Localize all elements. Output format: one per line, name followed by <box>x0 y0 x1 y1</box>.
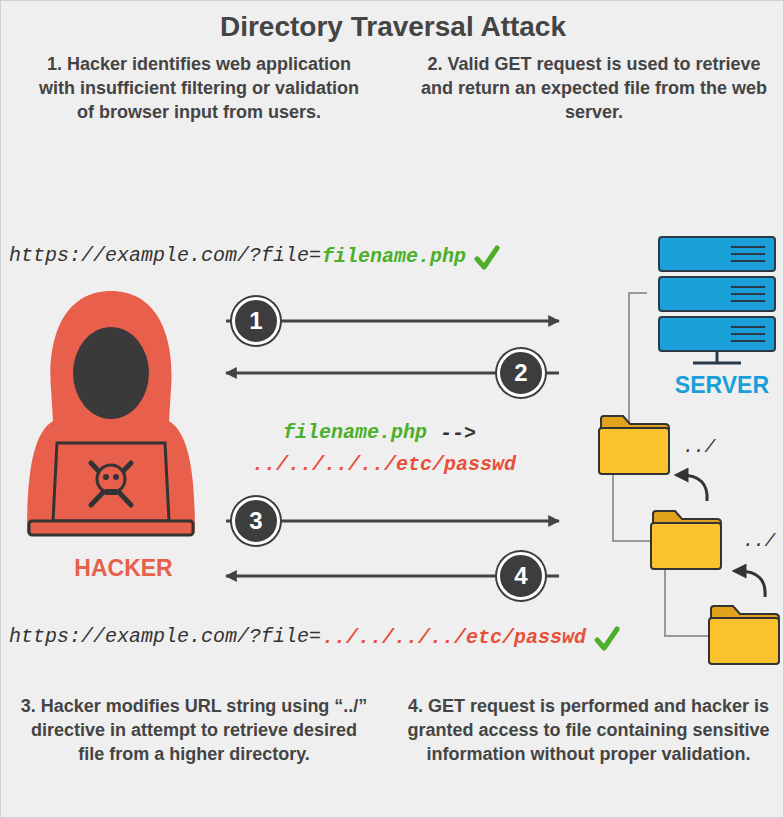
url-text: https://example.com/?file= <box>9 625 321 648</box>
callout-number: 4 <box>497 552 545 600</box>
title: Directory Traversal Attack <box>1 11 784 43</box>
url-text: filename.php <box>322 245 466 268</box>
server-icon <box>659 237 775 363</box>
path-label: ../ <box>743 531 775 551</box>
tree-bracket <box>599 293 709 636</box>
hacker-figure <box>27 291 195 535</box>
folder-icon <box>709 606 779 664</box>
callout-number: 1 <box>232 297 280 345</box>
url-text: ../../../../etc/passwd <box>184 453 584 476</box>
check-mark <box>477 248 497 267</box>
step-description: 1. Hacker identifies web application wit… <box>29 53 369 124</box>
step-description: 2. Valid GET request is used to retrieve… <box>419 53 769 124</box>
callout-number: 3 <box>232 497 280 545</box>
url-text: --> <box>440 422 476 445</box>
step-description: 4. GET request is performed and hacker i… <box>406 695 771 766</box>
step-description: 3. Hacker modifies URL string using “../… <box>19 695 369 766</box>
server-box: SERVER <box>559 226 781 401</box>
folder-icon <box>651 511 721 569</box>
path-label: ../ <box>683 437 715 457</box>
node-label: SERVER <box>675 372 769 399</box>
check-mark <box>597 629 617 648</box>
up-arrow <box>739 571 765 597</box>
hacker-figure-box: HACKER <box>21 286 226 586</box>
url-text: ../../../../etc/passwd <box>322 626 586 649</box>
url-text: https://example.com/?file= <box>9 244 321 267</box>
folder-icon <box>599 416 669 474</box>
node-label: HACKER <box>74 555 172 582</box>
up-arrow <box>681 475 707 501</box>
url-text: filename.php <box>283 421 427 444</box>
callout-number: 2 <box>497 349 545 397</box>
